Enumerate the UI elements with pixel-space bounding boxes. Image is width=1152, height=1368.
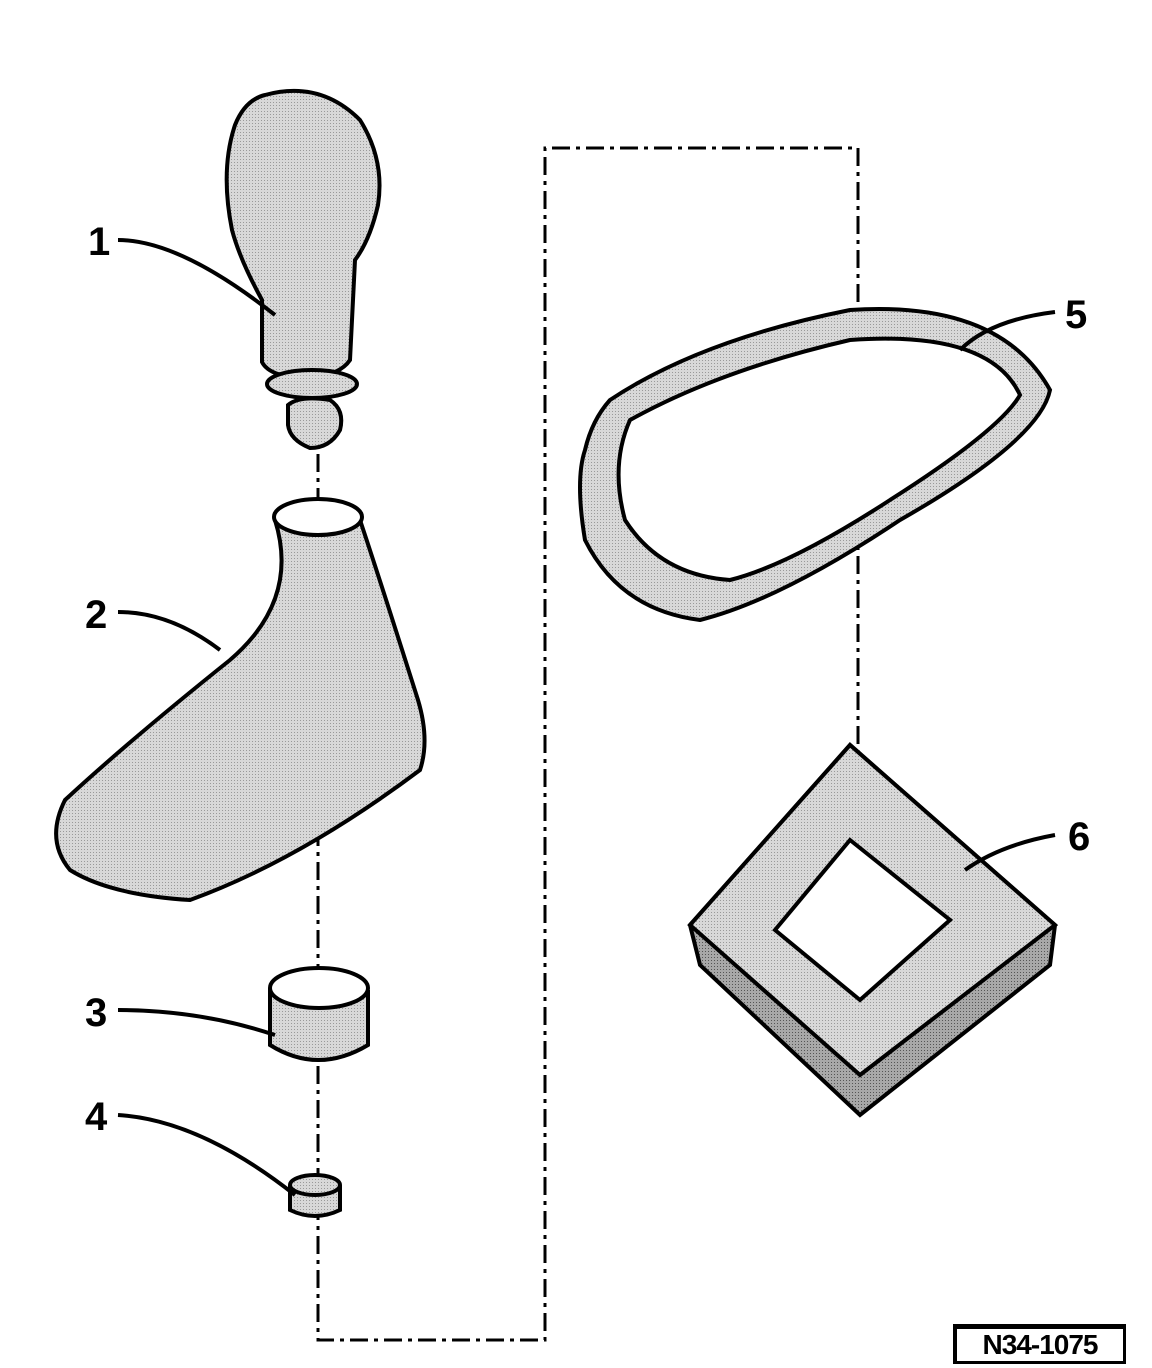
callout-leaders bbox=[117, 238, 1056, 1197]
bush bbox=[288, 1173, 342, 1218]
clamping-ring bbox=[268, 966, 370, 1062]
callout-3: 3 bbox=[85, 991, 107, 1035]
frame bbox=[578, 307, 1053, 623]
callout-5: 5 bbox=[1065, 293, 1087, 337]
gear-lever-boot bbox=[54, 497, 427, 903]
callout-6: 6 bbox=[1068, 815, 1090, 859]
insulating-block bbox=[687, 742, 1059, 1118]
reference-code-label: N34-1075 bbox=[953, 1324, 1126, 1364]
callout-4: 4 bbox=[85, 1095, 108, 1139]
callout-1: 1 bbox=[88, 220, 110, 264]
callout-2: 2 bbox=[85, 593, 107, 637]
assembly-centerline bbox=[316, 146, 860, 1342]
gear-knob bbox=[224, 88, 382, 451]
